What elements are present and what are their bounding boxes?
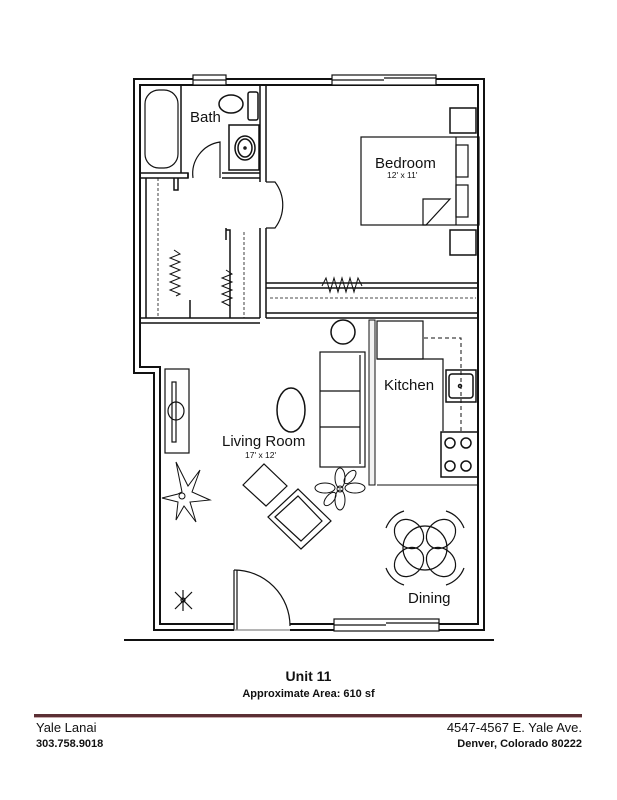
sofa	[319, 351, 366, 468]
bifold-doors	[168, 249, 363, 307]
exterior-walls	[133, 78, 485, 631]
kitchen-label: Kitchen	[384, 377, 434, 394]
toilet-bowl	[218, 94, 244, 114]
phone-number: 303.758.9018	[36, 738, 104, 750]
bed	[360, 136, 480, 226]
kitchen-sink	[445, 369, 477, 403]
plant	[314, 467, 366, 511]
side-table-lamp	[330, 319, 356, 345]
stove	[440, 431, 479, 478]
closet-shelves	[157, 178, 476, 318]
living-room-label: Living Room	[222, 433, 305, 450]
bathtub	[144, 89, 179, 169]
window-living	[333, 618, 440, 632]
bedroom-label: Bedroom	[375, 155, 436, 172]
window-bedroom	[331, 74, 437, 86]
chair	[242, 463, 288, 507]
footer-divider	[34, 714, 582, 718]
entry-door[interactable]	[233, 569, 291, 631]
dining-label: Dining	[408, 590, 451, 607]
bedroom-door-swing	[266, 181, 284, 229]
window-bath	[192, 74, 227, 86]
address-line-2: Denver, Colorado 80222	[457, 738, 582, 750]
floor-plan: Bath Bedroom 12' x 11' Kitchen Living Ro…	[124, 74, 494, 641]
unit-area: Approximate Area: 610 sf	[242, 688, 375, 700]
living-room-dimensions: 17' x 12'	[245, 450, 277, 460]
bedroom-dimensions: 12' x 11'	[387, 170, 418, 180]
sink	[234, 135, 256, 161]
kitchen-counters	[376, 320, 462, 431]
armchair	[267, 488, 332, 550]
dining-table	[385, 510, 465, 586]
plant	[161, 461, 212, 523]
address-line-1: 4547-4567 E. Yale Ave.	[446, 720, 582, 735]
property-name: Yale Lanai	[36, 720, 97, 735]
ceiling-light	[174, 590, 193, 611]
bath-label: Bath	[190, 109, 221, 126]
bath-door-swing	[192, 141, 221, 179]
coffee-table	[276, 387, 306, 433]
nightstand	[449, 107, 477, 134]
toilet-tank	[247, 91, 259, 121]
unit-title: Unit 11	[285, 668, 332, 684]
interior-walls	[139, 85, 478, 324]
kitchen-wall	[368, 319, 376, 486]
tv-stand	[164, 368, 190, 454]
nightstand	[449, 229, 477, 256]
